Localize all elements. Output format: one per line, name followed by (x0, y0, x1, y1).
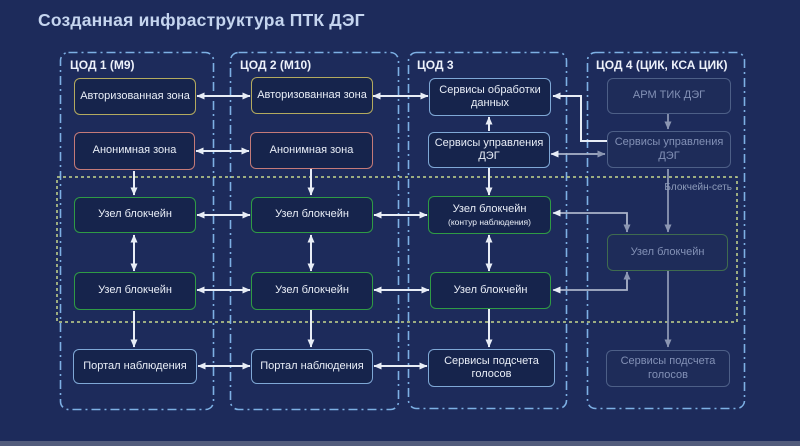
box-label: Узел блокчейн (452, 203, 527, 216)
dc3-vote-counting-services-box: Сервисы подсчета голосов (428, 349, 555, 387)
dc4-deg-management-services-box: Сервисы управления ДЭГ (607, 131, 731, 168)
box-label: Сервисы обработки данных (439, 83, 541, 109)
dc2-blockchain-node2-box: Узел блокчейн (251, 272, 373, 310)
box-label: Анонимная зона (92, 144, 177, 157)
dc3-header: ЦОД 3 (417, 58, 454, 72)
arrows-bidirectional (130, 92, 493, 370)
blockchain-network-label: Блокчейн-сеть (664, 182, 732, 193)
box-label: Портал наблюдения (260, 359, 364, 372)
box-sublabel: (контур наблюдения) (448, 216, 531, 227)
box-label: Узел блокчейн (98, 284, 172, 297)
dc4-blockchain-node-box: Узел блокчейн (607, 234, 728, 271)
dc1-header: ЦОД 1 (М9) (70, 58, 135, 72)
arrows-single (130, 92, 607, 348)
dc2-observation-portal-box: Портал наблюдения (251, 349, 373, 384)
box-label: Анонимная зона (269, 143, 354, 156)
dc1-border (59, 51, 215, 411)
box-label: Сервисы подсчета голосов (620, 355, 716, 381)
dc4-vote-counting-services-box: Сервисы подсчета голосов (606, 350, 730, 387)
box-label: Узел блокчейн (453, 283, 528, 296)
box-label: Авторизованная зона (80, 89, 190, 102)
dc1-blockchain-node2-box: Узел блокчейн (74, 272, 196, 310)
dc1-blockchain-node1-box: Узел блокчейн (74, 197, 196, 233)
dc1-anonymous-zone-box: Анонимная зона (74, 132, 195, 170)
box-label: Узел блокчейн (630, 245, 705, 258)
dc1-observation-portal-box: Портал наблюдения (73, 349, 197, 384)
bottom-edge-strip (0, 441, 800, 446)
arrows-dc3-dc4 (550, 150, 631, 294)
datacenter-borders (59, 51, 746, 411)
dc1-authorized-zone-box: Авторизованная зона (74, 78, 196, 115)
box-label: Портал наблюдения (83, 359, 187, 372)
dc2-blockchain-node1-box: Узел блокчейн (251, 197, 373, 233)
box-label: Узел блокчейн (98, 208, 172, 221)
dc4-border (586, 51, 746, 410)
dc3-blockchain-node1-box: Узел блокчейн (контур наблюдения) (428, 196, 551, 234)
dc3-data-processing-services-box: Сервисы обработки данных (429, 78, 551, 116)
box-label: АРМ ТИК ДЭГ (632, 89, 706, 102)
dc2-authorized-zone-box: Авторизованная зона (251, 77, 373, 114)
dc4-header: ЦОД 4 (ЦИК, КСА ЦИК) (596, 58, 728, 72)
dc4-arm-tik-deg-box: АРМ ТИК ДЭГ (607, 78, 731, 114)
dc3-blockchain-node2-box: Узел блокчейн (430, 272, 551, 309)
dc3-deg-management-services-box: Сервисы управления ДЭГ (428, 132, 550, 168)
box-label: Авторизованная зона (257, 88, 367, 101)
box-label: Узел блокчейн (275, 284, 349, 297)
box-label: Сервисы управления ДЭГ (434, 136, 544, 162)
dc2-header: ЦОД 2 (М10) (240, 58, 312, 72)
box-label: Сервисы управления ДЭГ (614, 136, 724, 162)
dc2-border (229, 51, 400, 411)
blockchain-band-border (56, 176, 738, 323)
page-title: Созданная инфраструктура ПТК ДЭГ (38, 10, 365, 30)
box-label: Узел блокчейн (275, 208, 349, 221)
box-label: Сервисы подсчета голосов (444, 354, 539, 380)
dc2-anonymous-zone-box: Анонимная зона (250, 132, 373, 169)
